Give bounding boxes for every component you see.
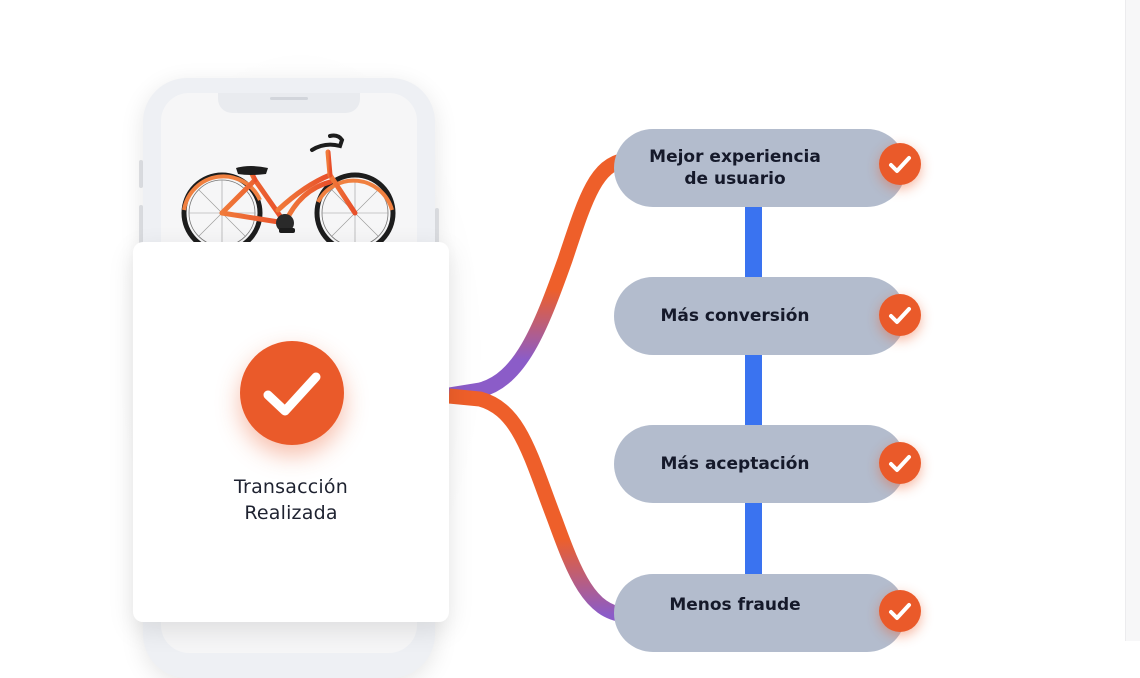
- transaction-status-line2: Realizada: [244, 502, 338, 524]
- benefit-pill-user-experience: Mejor experiencia de usuario: [614, 129, 906, 207]
- benefit-label-line1: Mejor experiencia: [649, 147, 821, 167]
- benefit-label: Menos fraude: [669, 595, 801, 615]
- benefit-pill-conversion: Más conversión: [614, 277, 906, 355]
- phone-side-button: [435, 208, 439, 260]
- benefit-pill-fraud: Menos fraude: [614, 574, 906, 652]
- benefits-diagram: Transacción Realizada Mejor experiencia …: [110, 0, 1140, 678]
- check-circle-icon: [879, 143, 921, 185]
- phone-side-button: [139, 160, 143, 188]
- benefit-label: Mejor experiencia de usuario: [635, 146, 835, 190]
- phone-speaker: [270, 97, 308, 100]
- check-circle-icon: [879, 590, 921, 632]
- phone-notch: [218, 93, 360, 113]
- check-circle-icon: [879, 442, 921, 484]
- benefit-label-line2: de usuario: [684, 169, 786, 189]
- check-circle-icon: [240, 341, 344, 445]
- check-circle-icon: [879, 294, 921, 336]
- transaction-status-line1: Transacción: [234, 476, 348, 498]
- phone-side-button: [139, 205, 143, 245]
- benefit-label: Más conversión: [660, 306, 810, 326]
- benefit-pill-acceptance: Más aceptación: [614, 425, 906, 503]
- page-scroll-edge: [1125, 0, 1140, 641]
- benefit-label: Más aceptación: [660, 454, 810, 474]
- bicycle-image: [181, 133, 396, 245]
- transaction-status-label: Transacción Realizada: [133, 474, 449, 526]
